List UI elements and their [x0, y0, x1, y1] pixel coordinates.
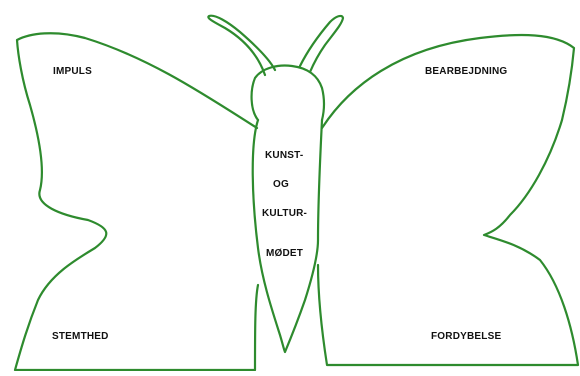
body-label-line-4: MØDET: [266, 248, 303, 259]
head-outline: [252, 66, 324, 121]
right-wing-outline: [318, 35, 578, 365]
body-label-line-1: KUNST-: [265, 150, 303, 161]
wing-label-bottom-right: FORDYBELSE: [431, 331, 501, 342]
left-antenna: [208, 16, 275, 75]
body-label-line-3: KULTUR-: [262, 208, 307, 219]
wing-label-top-right: BEARBEJDNING: [425, 66, 507, 77]
wing-label-top-left: IMPULS: [53, 66, 92, 77]
body-label-line-2: OG: [273, 179, 289, 190]
wing-label-bottom-left: STEMTHED: [52, 331, 109, 342]
left-wing-outline: [15, 33, 258, 370]
right-antenna: [300, 16, 343, 72]
